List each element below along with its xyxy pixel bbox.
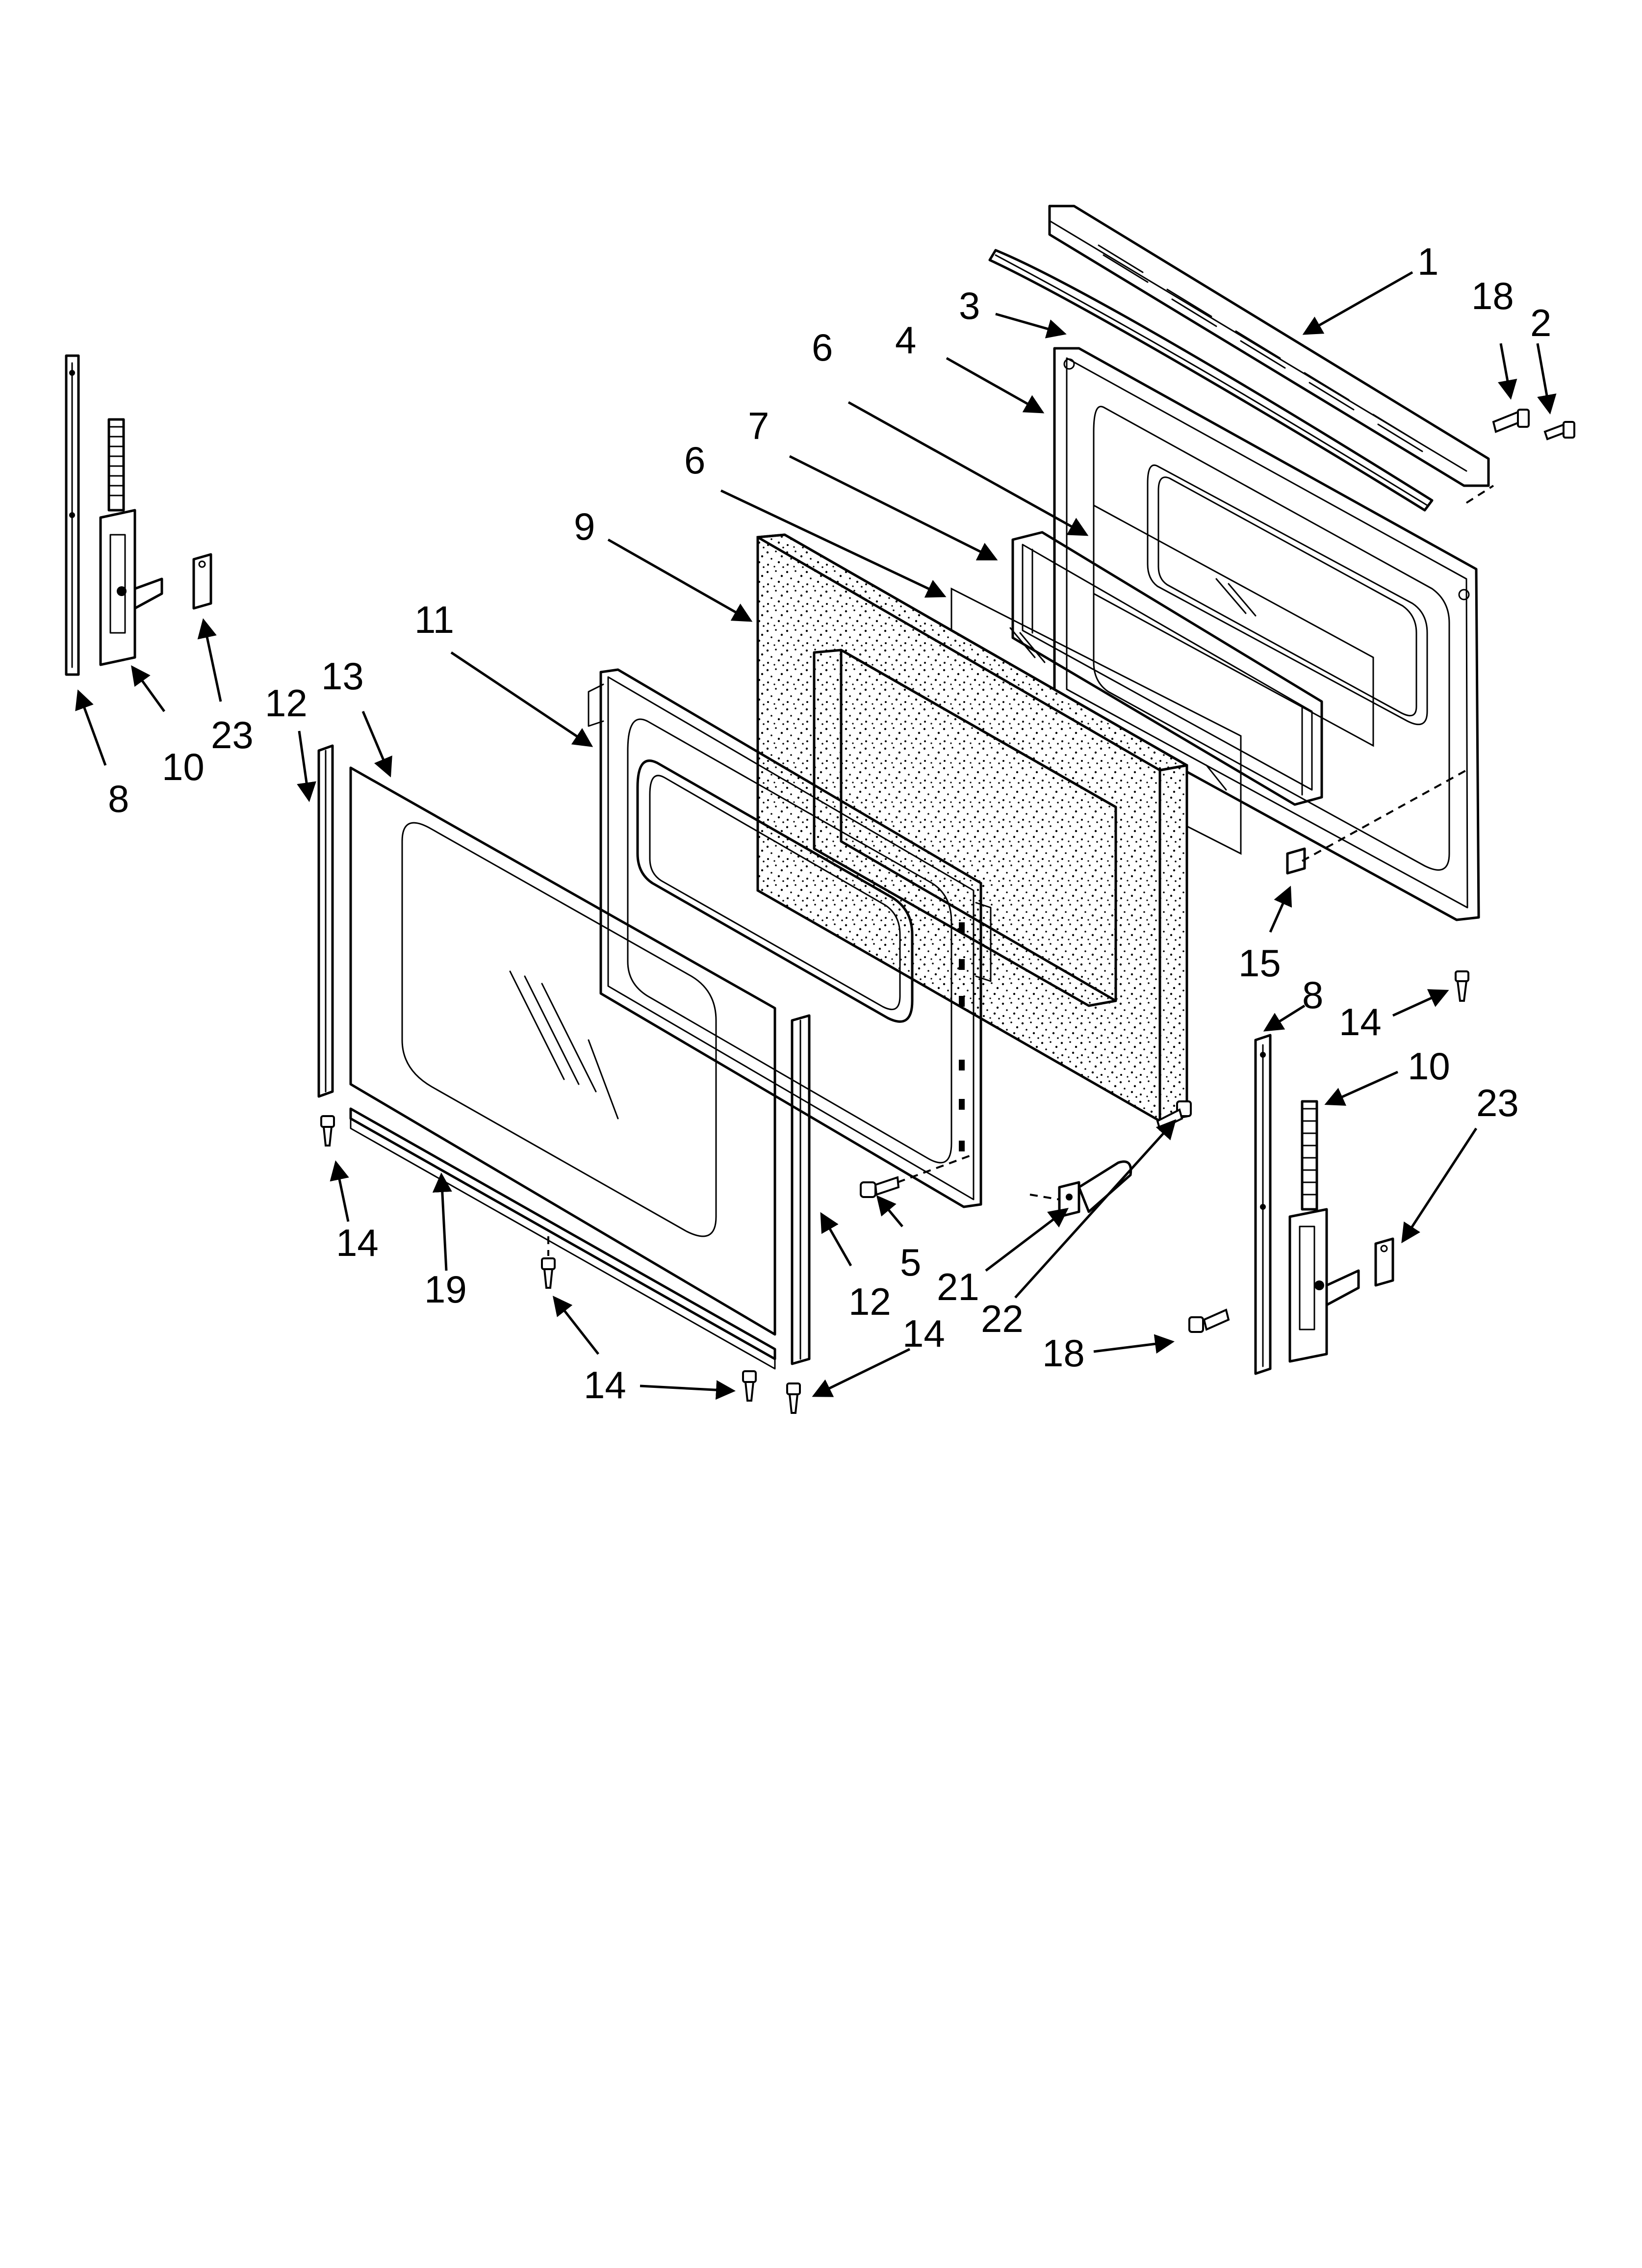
callout-14-right: 14 [1339,1000,1382,1043]
part-19-bottom-door-trim [349,1107,776,1370]
part-12-left-side-trim [317,744,334,1098]
callout-4: 4 [895,318,916,362]
part-8-right-hinge-rail [1254,1034,1272,1375]
callout-14-bottom-center: 14 [584,1363,626,1407]
assembly-dashed-lines [547,485,1494,1256]
clip-part-15 [1286,847,1306,875]
part-23-right-hinge-shim [1374,1237,1394,1287]
screw-part-2-top [1543,421,1575,441]
part-21-door-stop-bracket [1058,1160,1132,1218]
screw-part-18-top [1492,409,1530,433]
part-12-right-side-trim [791,1014,811,1365]
part-1-door-vent-trim [1048,205,1490,487]
callout-5: 5 [900,1241,921,1284]
part-9-door-insulation [756,533,1188,1122]
part-8-left-hinge-rail [65,354,80,676]
callout-1: 1 [1417,240,1438,283]
callout-19: 19 [424,1268,467,1311]
callout-23-left: 23 [211,713,254,756]
screw-part-18-bottom [1188,1308,1230,1333]
callout-12-left: 12 [265,681,308,725]
callout-9: 9 [574,505,595,548]
callout-18-top: 18 [1471,274,1514,317]
callout-7: 7 [748,404,769,447]
callout-3: 3 [959,284,980,327]
callout-leaders [75,271,1557,1400]
callout-18-bottom: 18 [1042,1331,1085,1375]
screw-part-14-left [320,1115,335,1147]
part-10-left-hinge [99,418,163,666]
callout-13: 13 [321,654,364,698]
callout-6-front: 6 [684,439,705,482]
callout-8-right: 8 [1302,973,1323,1017]
callout-6-rear: 6 [812,326,833,369]
callout-10-right: 10 [1408,1044,1450,1088]
part-7-glass-pack-frame [1011,531,1323,806]
screw-part-14-bottom-right [786,1382,801,1414]
part-13-outer-door-glass [349,766,776,1336]
part-11-door-liner [588,668,992,1208]
callout-10-left: 10 [162,745,205,788]
screw-part-14-right [1455,970,1469,1002]
callout-11: 11 [414,598,454,641]
screw-part-5 [860,1176,900,1198]
callout-labels: 1 18 2 3 4 6 7 6 9 11 13 12 23 10 8 15 8… [108,240,1551,1407]
part-23-left-hinge-shim [192,553,212,610]
callout-23-right: 23 [1476,1081,1519,1124]
callout-12-right: 12 [848,1280,891,1323]
screw-part-14-center [541,1257,556,1289]
callout-14-bottom-right: 14 [902,1312,945,1355]
callout-21: 21 [937,1265,979,1308]
callout-22: 22 [981,1297,1024,1340]
part-3-door-handle [988,249,1434,512]
part-10-right-hinge [1288,1100,1360,1363]
callout-15: 15 [1238,941,1281,985]
callout-2: 2 [1530,301,1551,344]
callout-14-left: 14 [336,1221,379,1264]
callout-8-left: 8 [108,777,129,820]
vent-slots [1098,244,1423,452]
screw-part-14-bottom-left [742,1370,757,1402]
